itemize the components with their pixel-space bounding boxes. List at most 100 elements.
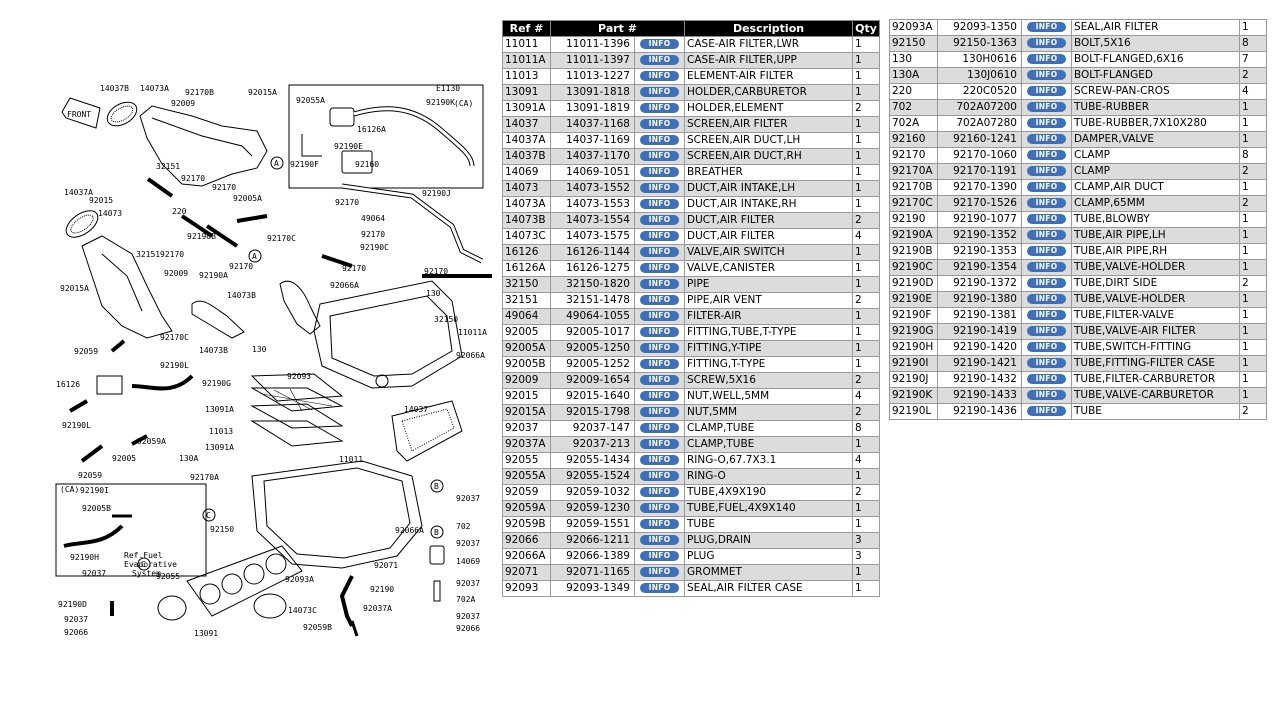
info-button[interactable]: INFO — [640, 359, 679, 369]
info-cell: INFO — [1021, 307, 1072, 324]
diagram-label: 92059B — [303, 623, 332, 632]
seal-air-filter-case — [250, 373, 344, 402]
info-button[interactable]: INFO — [640, 551, 679, 561]
part-number-cell: 92015-1798 — [550, 404, 635, 421]
info-button[interactable]: INFO — [640, 407, 679, 417]
qty-cell: 8 — [1239, 147, 1267, 164]
pipe-air-vent — [146, 177, 174, 198]
info-button[interactable]: INFO — [640, 103, 679, 113]
info-button[interactable]: INFO — [1027, 54, 1066, 64]
info-button[interactable]: INFO — [640, 247, 679, 257]
description-cell: BREATHER — [684, 164, 854, 181]
info-button[interactable]: INFO — [640, 87, 679, 97]
description-cell: DUCT,AIR FILTER — [684, 228, 854, 245]
info-button[interactable]: INFO — [640, 231, 679, 241]
description-cell: CLAMP — [1071, 147, 1240, 164]
info-button[interactable]: INFO — [1027, 70, 1066, 80]
description-cell: SEAL,AIR FILTER — [1071, 19, 1240, 36]
info-cell: INFO — [633, 580, 686, 597]
info-button[interactable]: INFO — [640, 567, 679, 577]
info-button[interactable]: INFO — [1027, 166, 1066, 176]
info-button[interactable]: INFO — [640, 279, 679, 289]
tube-filter-valve — [301, 134, 322, 157]
info-button[interactable]: INFO — [640, 487, 679, 497]
diagram-label: 92190F — [290, 160, 319, 169]
info-button[interactable]: INFO — [1027, 310, 1066, 320]
info-button[interactable]: INFO — [640, 391, 679, 401]
ref-cell: 14037A — [502, 132, 551, 149]
info-button[interactable]: INFO — [640, 471, 679, 481]
part-number-cell: 92190-1372 — [937, 275, 1022, 292]
info-button[interactable]: INFO — [640, 199, 679, 209]
ref-cell: 92055A — [502, 468, 551, 485]
qty-cell: 2 — [1239, 195, 1267, 212]
info-button[interactable]: INFO — [1027, 150, 1066, 160]
info-button[interactable]: INFO — [1027, 374, 1066, 384]
info-button[interactable]: INFO — [1027, 278, 1066, 288]
info-button[interactable]: INFO — [1027, 182, 1066, 192]
qty-cell: 3 — [852, 548, 881, 565]
info-button[interactable]: INFO — [1027, 294, 1066, 304]
info-button[interactable]: INFO — [1027, 38, 1066, 48]
info-button[interactable]: INFO — [1027, 86, 1066, 96]
info-button[interactable]: INFO — [640, 311, 679, 321]
info-button[interactable]: INFO — [1027, 22, 1066, 32]
info-button[interactable]: INFO — [640, 327, 679, 337]
ref-cell: 130A — [889, 67, 938, 84]
ref-cell: 92066 — [502, 532, 551, 549]
info-button[interactable]: INFO — [640, 135, 679, 145]
info-button[interactable]: INFO — [640, 71, 679, 81]
diagram-label: 14037B — [100, 84, 129, 93]
info-button[interactable]: INFO — [640, 295, 679, 305]
holder-port-1 — [199, 583, 221, 605]
info-button[interactable]: INFO — [1027, 214, 1066, 224]
info-button[interactable]: INFO — [1027, 326, 1066, 336]
info-button[interactable]: INFO — [1027, 102, 1066, 112]
info-button[interactable]: INFO — [640, 423, 679, 433]
info-button[interactable]: INFO — [640, 519, 679, 529]
info-button[interactable]: INFO — [640, 375, 679, 385]
description-cell: SCREEN,AIR DUCT,LH — [684, 132, 854, 149]
screen-air-filter — [391, 400, 463, 462]
info-button[interactable]: INFO — [1027, 262, 1066, 272]
info-button[interactable]: INFO — [640, 215, 679, 225]
info-button[interactable]: INFO — [640, 151, 679, 161]
info-cell: INFO — [1021, 323, 1072, 340]
info-button[interactable]: INFO — [1027, 358, 1066, 368]
info-button[interactable]: INFO — [640, 535, 679, 545]
info-button[interactable]: INFO — [1027, 198, 1066, 208]
info-cell: INFO — [1021, 387, 1072, 404]
qty-cell: 8 — [852, 420, 881, 437]
info-button[interactable]: INFO — [640, 263, 679, 273]
ref-cell: 702A — [889, 115, 938, 132]
info-button[interactable]: INFO — [640, 503, 679, 513]
part-number-cell: 92015-1640 — [550, 388, 635, 405]
info-button[interactable]: INFO — [1027, 246, 1066, 256]
info-button[interactable]: INFO — [640, 439, 679, 449]
info-button[interactable]: INFO — [1027, 390, 1066, 400]
info-button[interactable]: INFO — [640, 55, 679, 65]
info-button[interactable]: INFO — [1027, 134, 1066, 144]
part-number-cell: 130H0616 — [937, 51, 1022, 68]
info-button[interactable]: INFO — [640, 39, 679, 49]
info-button[interactable]: INFO — [640, 119, 679, 129]
info-button[interactable]: INFO — [640, 583, 679, 593]
info-button[interactable]: INFO — [1027, 118, 1066, 128]
info-button[interactable]: INFO — [1027, 230, 1066, 240]
info-button[interactable]: INFO — [1027, 342, 1066, 352]
info-button[interactable]: INFO — [1027, 406, 1066, 416]
part-number-cell: 92059-1032 — [550, 484, 635, 501]
description-cell: SCREW-PAN-CROS — [1071, 83, 1240, 100]
info-button[interactable]: INFO — [640, 183, 679, 193]
part-number-cell: 14073-1553 — [550, 196, 635, 213]
info-button[interactable]: INFO — [640, 455, 679, 465]
info-button[interactable]: INFO — [640, 167, 679, 177]
tube-inner-2 — [341, 184, 483, 263]
info-button[interactable]: INFO — [640, 343, 679, 353]
